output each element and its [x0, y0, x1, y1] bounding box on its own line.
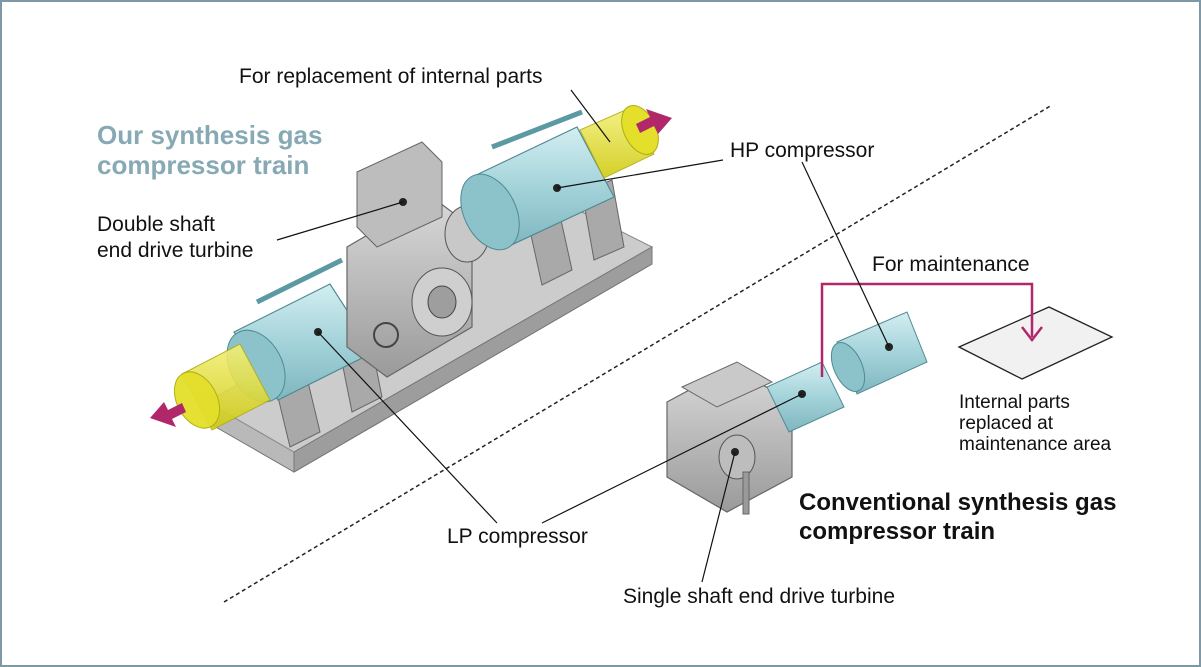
- our-train-title: Our synthesis gas compressor train: [97, 120, 323, 180]
- internal-parts-label-line3: maintenance area: [959, 434, 1112, 455]
- single-shaft-turbine-body: [666, 361, 793, 515]
- maintenance-arrow-path: [820, 282, 1034, 377]
- double-shaft-label-line2: end drive turbine: [97, 239, 254, 262]
- double-shaft-label-line1: Double shaft: [97, 213, 215, 236]
- maintenance-arrow-head-icon: [1021, 326, 1043, 343]
- for-maintenance-label: For maintenance: [872, 253, 1030, 276]
- hp-compressor-body: [460, 109, 615, 251]
- arrow-right-icon: [636, 109, 672, 134]
- single-shaft-label: Single shaft end drive turbine: [623, 585, 896, 608]
- conventional-lp-compressor-body: [766, 361, 845, 433]
- lp-internal-parts-highlight: [173, 343, 271, 431]
- conventional-compressor-train: [666, 282, 1114, 515]
- internal-parts-label-line1: Internal parts: [959, 392, 1070, 413]
- double-shaft-turbine-body: [346, 141, 490, 378]
- conventional-train-title: Conventional synthesis gas compressor tr…: [799, 489, 1117, 545]
- our-compressor-train: [150, 105, 672, 473]
- conventional-hp-compressor-body: [830, 311, 928, 395]
- arrow-left-icon: [150, 402, 186, 427]
- replacement-label: For replacement of internal parts: [239, 65, 543, 88]
- internal-parts-label-line2: replaced at: [959, 413, 1054, 434]
- hp-compressor-label: HP compressor: [730, 139, 875, 162]
- lp-compressor-label: LP compressor: [447, 525, 588, 548]
- maintenance-area-plane: [957, 306, 1114, 380]
- leader-lines: [276, 89, 890, 583]
